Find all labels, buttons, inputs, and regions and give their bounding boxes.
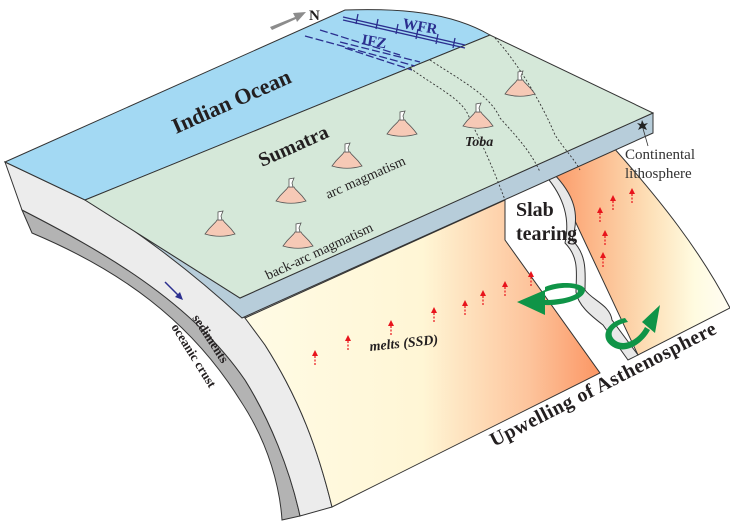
- melt-arrow-icon: [528, 271, 534, 286]
- melt-arrow-icon: [431, 307, 437, 322]
- ifz-label: IFZ: [360, 32, 387, 52]
- melt-arrow-icon: [629, 188, 635, 203]
- volcano-icons: [204, 70, 536, 249]
- volcano-icon: [275, 177, 307, 204]
- melt-arrow-icon: [610, 195, 616, 210]
- melt-arrow-icon: [345, 335, 351, 350]
- toba-label: Toba: [465, 135, 493, 150]
- volcano-icon: [462, 102, 494, 129]
- continental-lithosphere-label-2: lithosphere: [625, 166, 692, 182]
- slab-tearing-label-2: tearing: [516, 223, 577, 245]
- volcano-icon: [386, 110, 418, 137]
- melt-arrow-icon: [312, 350, 318, 365]
- flow-arrow-left-icon: [517, 283, 585, 315]
- pointer-star-icon: [637, 120, 648, 130]
- mantle-block-right: [551, 146, 730, 356]
- melt-arrow-icon: [600, 252, 606, 267]
- melt-arrow-icon: [388, 320, 394, 335]
- volcano-icon: [331, 142, 363, 169]
- volcano-icon: [282, 222, 314, 249]
- mantle-block-left: [244, 199, 601, 508]
- north-arrow-icon: [270, 12, 306, 30]
- flow-arrow-right-icon: [605, 305, 660, 350]
- melt-arrow-icon: [480, 290, 486, 305]
- melt-arrows: [312, 188, 635, 365]
- wfr-fault: [342, 13, 466, 49]
- subduction-arrowhead-icon: [175, 292, 183, 300]
- slab-tearing-label-1: Slab: [516, 199, 554, 221]
- volcano-icon: [204, 210, 236, 237]
- continental-lithosphere-label-1: Continental: [625, 147, 695, 163]
- melts-ssd-label: melts (SSD): [369, 333, 439, 355]
- pointer-line: [641, 124, 649, 147]
- north-label: N: [309, 8, 320, 24]
- volcano-icon: [504, 70, 536, 97]
- melt-arrow-icon: [602, 230, 608, 245]
- ifz-fault: [304, 29, 421, 71]
- melt-arrow-icon: [502, 281, 508, 296]
- melt-arrow-icon: [597, 207, 603, 222]
- melt-arrow-icon: [462, 300, 468, 315]
- wfr-label: WFR: [401, 16, 438, 38]
- torn-slab-strip: [544, 171, 639, 361]
